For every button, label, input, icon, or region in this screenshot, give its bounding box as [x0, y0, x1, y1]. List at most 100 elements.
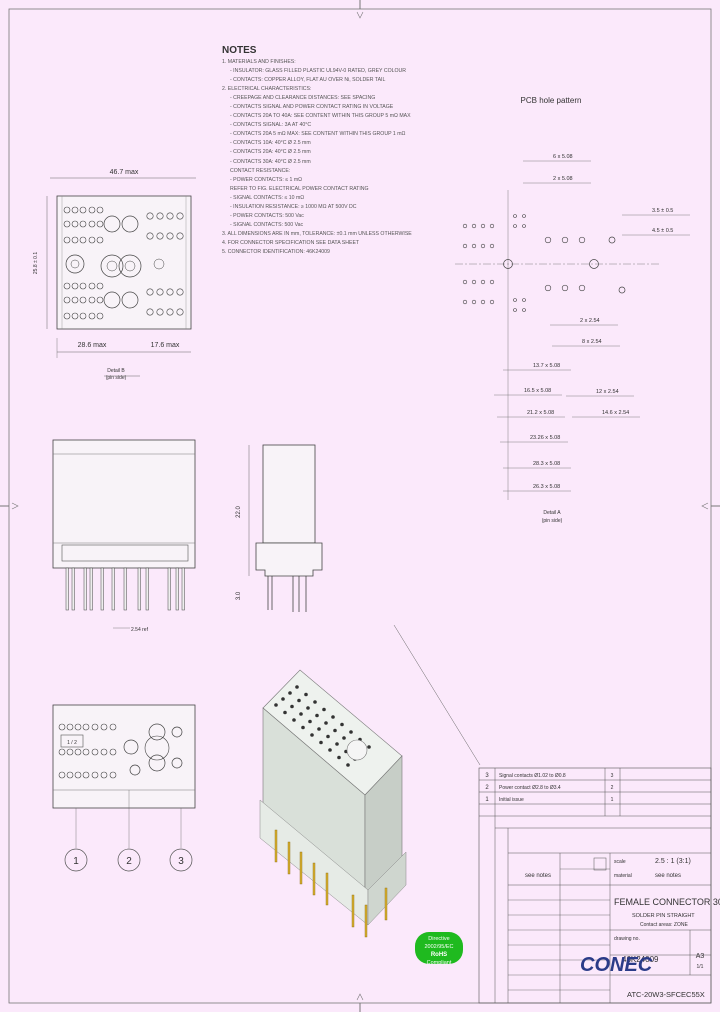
dim-263: 26.3 x 5.08: [533, 484, 560, 490]
signal-contact: [96, 220, 104, 228]
front-note-1: Detail B: [107, 368, 125, 374]
signal-contact: [79, 220, 87, 228]
signal-contact: [109, 723, 117, 731]
note-line: - CONTACTS 20A: 40°C Ø 2.5 mm: [230, 149, 311, 156]
dim-2x508: 2 x 5.08: [553, 176, 573, 182]
signal-contact: [100, 723, 108, 731]
bottom-marker-label: 1 / 2: [67, 740, 77, 746]
iso-contact: [328, 748, 332, 752]
solder-pin: [83, 567, 87, 611]
iso-contact: [331, 715, 335, 719]
signal-contact: [96, 312, 104, 320]
pcb-hole: [561, 236, 569, 244]
coax-contact: [144, 735, 170, 761]
dim-146: 14.6 x 2.54: [602, 410, 629, 416]
material-label: material: [614, 873, 632, 879]
signal-contact: [109, 771, 117, 779]
iso-contact: [324, 721, 328, 725]
pcb-hole: [522, 298, 526, 302]
pcb-hole: [513, 224, 517, 228]
pcb-title: PCB hole pattern: [521, 96, 582, 105]
note-line: CONTACT RESISTANCE:: [230, 167, 291, 174]
signal-contact: [88, 296, 96, 304]
note-line: - CONTACTS SIGNAL AND POWER CONTACT RATI…: [230, 104, 394, 111]
pcb-hole: [462, 223, 468, 229]
solder-pin: [65, 567, 69, 611]
signal-contact: [91, 723, 99, 731]
iso-contact: [310, 733, 314, 737]
signal-contact: [91, 771, 99, 779]
note-line: - SIGNAL CONTACTS: 500 Vac: [230, 221, 304, 228]
pcb-hole: [471, 243, 477, 249]
signal-contact: [88, 236, 96, 244]
note-line: - INSULATION RESISTANCE: ≥ 1000 MΩ AT 50…: [230, 203, 357, 210]
dim-6x508: 6 x 5.08: [553, 154, 573, 160]
notes-title: NOTES: [222, 45, 257, 56]
drawing-no-label: drawing no.: [614, 936, 640, 942]
iso-contact: [304, 692, 308, 697]
pcb-hole: [489, 299, 495, 305]
pcb-hole: [578, 284, 586, 292]
iso-solder-pin: [325, 872, 329, 906]
power-contact: [121, 215, 139, 233]
iso-solder-pin: [299, 851, 303, 885]
front-contact-grid: [63, 206, 184, 320]
callout-1: 1: [73, 856, 79, 867]
iso-contact: [322, 707, 326, 712]
signal-contact: [176, 308, 184, 316]
side-height-label: 22.0: [236, 506, 242, 518]
signal-contact: [156, 212, 164, 220]
pcb-hole: [489, 243, 495, 249]
signal-contact: [88, 312, 96, 320]
rev-mark-1: 1: [611, 797, 614, 803]
bottom-contact-grid: [58, 723, 183, 779]
iso-contact: [308, 719, 312, 724]
signal-contact: [88, 220, 96, 228]
rev-no-1: 1: [485, 797, 489, 803]
signal-contact: [88, 282, 96, 290]
signal-contact: [79, 312, 87, 320]
signal-contact: [66, 723, 74, 731]
pcb-hole: [471, 299, 477, 305]
company-logo: CONEC: [580, 954, 653, 976]
iso-contact: [313, 700, 317, 704]
pcb-holes: [462, 214, 626, 312]
iso-contact: [335, 742, 339, 746]
iso-contact: [326, 734, 330, 739]
power-contact: [100, 254, 124, 278]
power-contact: [65, 254, 85, 274]
signal-contact: [82, 723, 90, 731]
contact-inner-ring: [70, 259, 80, 269]
rohs-badge: Directive 2002/95/EC RoHS Compliant: [415, 932, 463, 966]
solder-pin: [145, 567, 149, 611]
solder-pin: [181, 567, 185, 611]
signal-contact: [88, 206, 96, 214]
pcb-hole: [522, 214, 526, 218]
pcb-hole: [462, 299, 468, 305]
front-right-dim: 17.6 max: [151, 342, 180, 349]
isometric-pins: [274, 829, 388, 938]
signal-contact: [71, 236, 79, 244]
pcb-hole: [480, 299, 486, 305]
signal-contact: [58, 748, 66, 756]
iso-solder-pin: [384, 887, 388, 921]
signal-contact: [63, 206, 71, 214]
dim-165: 16.5 x 5.08: [524, 388, 551, 394]
note-line: - POWER CONTACTS: 500 Vac: [230, 212, 304, 219]
iso-contact: [292, 718, 296, 722]
pcb-note-1: Detail A: [543, 510, 561, 516]
signal-contact: [63, 296, 71, 304]
dim-2x254: 2 x 2.54: [580, 318, 600, 324]
signal-contact: [74, 723, 82, 731]
iso-contact: [290, 704, 294, 709]
dim-8x254: 8 x 2.54: [582, 339, 602, 345]
rev-text-2: Power contact Ø2.8 to Ø3.4: [499, 785, 561, 791]
rohs-line-1: Directive 2002/95/EC: [424, 936, 454, 950]
note-line: - INSULATOR: GLASS FILLED PLASTIC UL94V-…: [230, 68, 407, 75]
power-contact: [129, 764, 141, 776]
part-number: ATC-20W3-SFCEC55X: [627, 990, 705, 999]
iso-contact: [288, 691, 292, 695]
dim-212: 21.2 x 5.08: [527, 410, 554, 416]
dim-283: 28.3 x 5.08: [533, 461, 560, 467]
